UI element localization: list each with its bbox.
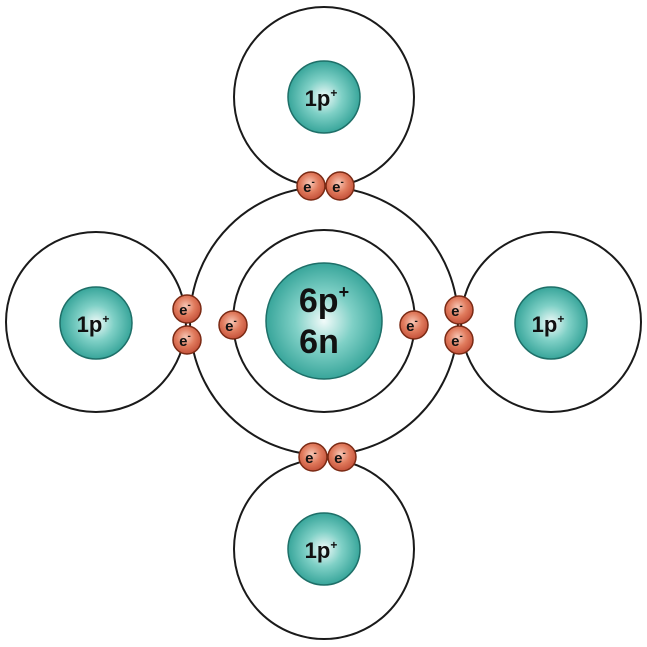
hydrogen-top-nucleus: 1p+ — [287, 60, 361, 134]
hydrogen-bottom-charge: + — [330, 538, 337, 552]
hydrogen-left-label: 1p+ — [77, 312, 110, 337]
electron-top-1-label: e- — [303, 177, 315, 196]
carbon-neutrons-label: 6n — [299, 323, 339, 361]
hydrogen-right-label: 1p+ — [532, 312, 565, 337]
electron-bottom-2: e- — [327, 442, 357, 472]
electron-inner-right: e- — [399, 310, 429, 340]
electron-top-1-text: e — [303, 179, 311, 196]
electron-top-2: e- — [325, 171, 355, 201]
hydrogen-top-text: 1p — [305, 86, 331, 111]
electron-inner-left-text: e — [225, 318, 233, 335]
hydrogen-bottom-disc — [287, 512, 361, 586]
electron-right-1-disc — [444, 295, 474, 325]
electron-bottom-1: e- — [298, 442, 328, 472]
electron-bottom-2-disc — [327, 442, 357, 472]
electron-inner-right-text: e — [406, 318, 414, 335]
hydrogen-top-charge: + — [330, 86, 337, 100]
electron-inner-right-label: e- — [406, 316, 418, 335]
electron-left-2-text: e — [179, 333, 187, 350]
electron-left-1-label: e- — [179, 300, 191, 319]
electron-bottom-2-label: e- — [334, 448, 346, 467]
electron-bottom-1-label: e- — [305, 448, 317, 467]
electron-bottom-1-text: e — [305, 450, 313, 467]
electron-right-2: e- — [444, 325, 474, 355]
electron-left-1-disc — [172, 294, 202, 324]
hydrogen-top-disc — [287, 60, 361, 134]
electron-right-1-label: e- — [451, 301, 463, 320]
hydrogen-left-charge: + — [102, 312, 109, 326]
hydrogen-right-charge: + — [557, 312, 564, 326]
electron-top-1-charge: - — [312, 177, 315, 188]
hydrogen-right-disc — [514, 286, 588, 360]
hydrogen-right-text: 1p — [532, 312, 558, 337]
hydrogen-bottom-nucleus: 1p+ — [287, 512, 361, 586]
electron-right-1-text: e — [451, 303, 459, 320]
carbon-protons-text: 6p — [299, 282, 339, 320]
carbon-nucleus-disc — [265, 262, 383, 380]
carbon-nucleus: 6p+ 6n — [265, 262, 383, 380]
electron-left-1: e- — [172, 294, 202, 324]
electron-top-1: e- — [296, 171, 326, 201]
electron-top-2-label: e- — [332, 177, 344, 196]
electron-bottom-2-text: e — [334, 450, 342, 467]
hydrogen-right-nucleus: 1p+ — [514, 286, 588, 360]
hydrogen-left-text: 1p — [77, 312, 103, 337]
electron-inner-left-label: e- — [225, 316, 237, 335]
electron-left-1-charge: - — [188, 300, 191, 311]
electron-left-1-text: e — [179, 302, 187, 319]
electron-right-1: e- — [444, 295, 474, 325]
electron-top-2-charge: - — [341, 177, 344, 188]
electron-left-2-charge: - — [188, 331, 191, 342]
electron-inner-left: e- — [218, 310, 248, 340]
hydrogen-bottom-text: 1p — [305, 538, 331, 563]
electron-inner-right-disc — [399, 310, 429, 340]
electron-right-2-text: e — [451, 333, 459, 350]
electron-left-2: e- — [172, 325, 202, 355]
electron-inner-left-charge: - — [234, 316, 237, 327]
hydrogen-bottom-label: 1p+ — [305, 538, 338, 563]
electron-top-2-disc — [325, 171, 355, 201]
electron-right-2-charge: - — [460, 331, 463, 342]
hydrogen-left-nucleus: 1p+ — [59, 286, 133, 360]
electron-top-1-disc — [296, 171, 326, 201]
electron-left-2-label: e- — [179, 331, 191, 350]
electron-right-2-label: e- — [451, 331, 463, 350]
hydrogen-top-label: 1p+ — [305, 86, 338, 111]
electron-right-2-disc — [444, 325, 474, 355]
electron-inner-right-charge: - — [415, 316, 418, 327]
electron-bottom-1-disc — [298, 442, 328, 472]
electron-inner-left-disc — [218, 310, 248, 340]
electron-left-2-disc — [172, 325, 202, 355]
hydrogen-left-disc — [59, 286, 133, 360]
electron-right-1-charge: - — [460, 301, 463, 312]
electron-bottom-2-charge: - — [343, 448, 346, 459]
electrons: e- e- e- e- e- e- e- e- — [172, 171, 474, 472]
carbon-protons-charge: + — [339, 282, 350, 302]
electron-bottom-1-charge: - — [314, 448, 317, 459]
electron-top-2-text: e — [332, 179, 340, 196]
carbon-protons-label: 6p+ — [299, 282, 349, 320]
